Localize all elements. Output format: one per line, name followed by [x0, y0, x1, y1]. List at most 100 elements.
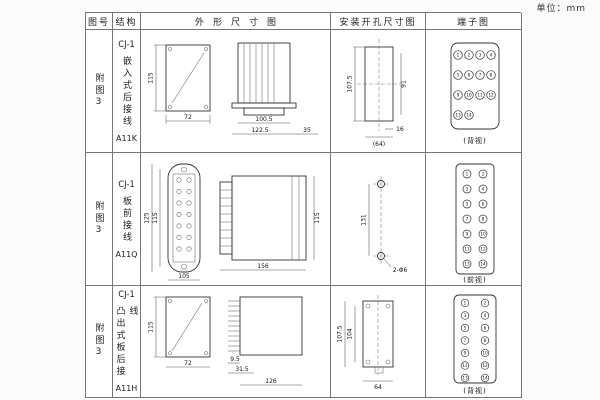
figure-label: 附图3 — [93, 200, 104, 238]
terminal-number: 14 — [466, 113, 472, 118]
terminal-number: 10 — [466, 93, 472, 98]
terminal-number: 8 — [483, 338, 486, 343]
figure-label: 附图3 — [93, 323, 104, 360]
unit-label: 单位：mm — [536, 4, 586, 14]
terminal-circle — [480, 373, 489, 382]
terminal-circle — [460, 373, 469, 382]
install-cell-row3: 107.5 104 64 — [331, 286, 426, 398]
terminal-number: 11 — [464, 247, 470, 252]
terminal-circle — [478, 199, 487, 209]
terminal-circle — [485, 70, 496, 80]
terminal-circle — [463, 90, 474, 100]
terminal-number: 14 — [482, 375, 488, 380]
dim-d3: 35 — [303, 127, 311, 134]
terminal-circle — [478, 244, 487, 254]
terminal-circle — [462, 214, 471, 224]
terminal-number: 6 — [467, 73, 470, 78]
terminal-circle — [463, 50, 474, 60]
dim-d2: 2-Φ6 — [393, 267, 408, 274]
terminal-number: 13 — [462, 375, 468, 380]
terminal-circle — [463, 110, 474, 120]
terminal-number: 1 — [456, 53, 459, 58]
terminal-number: 6 — [483, 325, 486, 330]
dim-width: 72 — [184, 360, 192, 367]
figure-cell-row1: 附图3 — [86, 30, 113, 153]
terminal-circle — [480, 348, 489, 357]
terminal-number: 12 — [488, 93, 494, 98]
outline-cell-row2: 125 115 105 156 115 — [141, 153, 331, 286]
mount-label: 嵌入式后接线 — [121, 55, 131, 128]
code-label: A11H — [115, 384, 138, 393]
terminal-number: 5 — [465, 202, 468, 207]
figure-cell-row2: 附图3 — [86, 153, 113, 286]
dim-d4: (64) — [373, 141, 385, 148]
view-label: (前视) — [463, 275, 486, 284]
terminal-circle — [462, 229, 471, 239]
outline-drawing-a11k: 115 72 100.5 122.5 35 — [147, 42, 318, 135]
terminal-circle — [452, 50, 463, 60]
terminal-circle — [460, 323, 469, 332]
figure-label: 附图3 — [93, 72, 104, 110]
mount-label: 板前接线 — [121, 195, 131, 244]
spec-table: 图号 结构 外形尺寸图 安装开孔尺寸图 端子图 附图3 CJ-1 嵌入式后接线 … — [85, 12, 522, 398]
front-view: 115 72 — [147, 296, 210, 367]
mount-label: 凸出式板后接线 — [114, 306, 138, 378]
terminal-circle — [460, 298, 469, 307]
install-cell-row2: 131 2-Φ6 — [331, 153, 426, 286]
terminal-circle — [460, 335, 469, 345]
terminal-number: 5 — [456, 73, 459, 78]
terminal-number: 14 — [480, 262, 486, 267]
terminal-number: 2 — [467, 53, 470, 58]
dim-d1: 107.5 — [337, 325, 344, 342]
dim-d3: 126 — [265, 378, 277, 385]
terminal-circle — [478, 169, 487, 179]
terminal-circle — [462, 244, 471, 254]
dim-d1: 131 — [361, 214, 368, 226]
terminal-number: 13 — [455, 113, 461, 118]
terminal-circle — [478, 259, 487, 269]
outline-drawing-a11h: 115 72 9.5 31.5 126 — [147, 296, 302, 385]
terminal-circle — [480, 323, 489, 332]
terminal-number: 4 — [481, 187, 484, 192]
terminal-circle — [480, 310, 489, 320]
header-figure: 图号 — [86, 13, 113, 30]
terminal-number: 9 — [463, 350, 466, 355]
dim-inner-height: 115 — [152, 212, 159, 224]
terminal-number: 3 — [465, 187, 468, 192]
code-label: A11Q — [115, 249, 138, 259]
terminal-number: 11 — [477, 93, 483, 98]
terminal-circle — [460, 310, 469, 320]
terminal-circle — [478, 184, 487, 194]
terminal-number: 9 — [465, 232, 468, 237]
terminal-number: 8 — [489, 73, 492, 78]
terminal-circle — [480, 360, 489, 370]
terminal-number: 9 — [456, 93, 459, 98]
terminal-number: 12 — [482, 363, 488, 368]
dim-outer-height: 125 — [143, 212, 150, 224]
structure-cell-row3: CJ-1 凸出式板后接线 A11H — [113, 286, 141, 398]
header-install: 安装开孔尺寸图 — [331, 13, 426, 30]
view-label: (背视) — [463, 136, 486, 145]
dim-d2: 122.5 — [251, 127, 268, 134]
dim-height: 115 — [147, 321, 154, 333]
model-label: CJ-1 — [118, 290, 135, 300]
dim-d1: 156 — [257, 263, 269, 270]
terminal-circle — [463, 70, 474, 80]
terminal-circle — [478, 214, 487, 224]
dim-d1: 100.5 — [255, 116, 272, 123]
front-view: 115 72 — [147, 44, 210, 124]
terminal-circle — [460, 348, 469, 357]
terminal-number: 1 — [463, 300, 466, 305]
install-drawing-a11h: 107.5 104 64 — [337, 294, 394, 391]
structure-cell-row1: CJ-1 嵌入式后接线 A11K — [113, 30, 141, 153]
terminal-circle — [474, 70, 485, 80]
terminal-number: 7 — [478, 73, 481, 78]
header-terminal: 端子图 — [426, 13, 522, 30]
